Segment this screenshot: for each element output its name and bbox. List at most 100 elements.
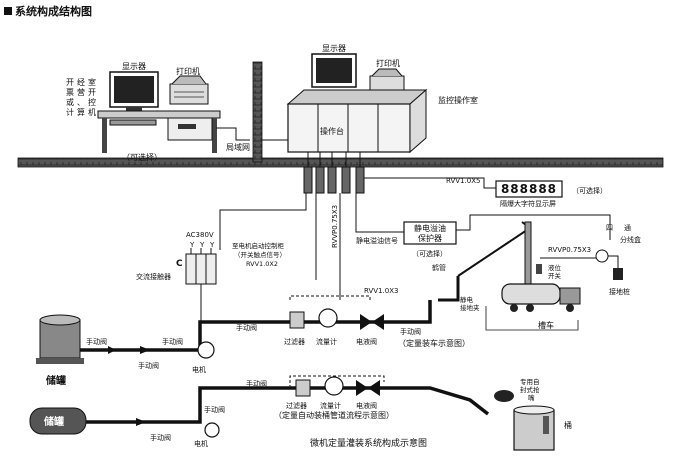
office-desk-leg-right <box>212 118 217 153</box>
office-desc-6: 营 <box>77 87 85 97</box>
truck-tank <box>501 283 561 305</box>
office-desc-12: 机 <box>88 107 96 117</box>
office-printer-top <box>171 75 207 85</box>
lan-cable-left <box>216 127 250 141</box>
static-protector-line1: 静电溢油 <box>414 223 446 233</box>
control-printer-label: 打印机 <box>376 58 400 68</box>
office-desk-leg-left <box>102 118 107 153</box>
office-desc-3: 或 <box>66 97 74 107</box>
self-seal-gun <box>494 390 514 402</box>
rvvp-vertical-label: RVVP0.75X3 <box>331 205 339 248</box>
hand-valve-1: 手动阀 <box>86 337 107 346</box>
lower-main-pipe <box>86 386 490 424</box>
diagram-title-text: 系统构成结构图 <box>15 5 92 18</box>
motor-signal-2: （开关触点信号） <box>234 250 286 259</box>
office-desc-8: 算 <box>77 107 85 117</box>
hand-valve-8: 手动阀 <box>246 379 267 388</box>
crane-tube <box>438 276 460 302</box>
tanker-section: 鹤管 液位 开关 静电 接地夹 槽车 （定量装车示意图） <box>398 221 581 348</box>
contactor-label: 交流接触器 <box>136 272 171 281</box>
rvvp-right-label: RVVP0.75X3 <box>548 246 591 254</box>
barrel-label-1: 专用自 <box>520 377 540 386</box>
large-char-display <box>495 180 563 198</box>
office-monitor-screen <box>114 76 154 103</box>
phase-1: Y <box>189 241 195 249</box>
office-keyboard <box>109 119 157 126</box>
tank-2-label: 储罐 <box>43 415 64 428</box>
hand-valve-2: 手动阀 <box>138 361 159 370</box>
hand-valve-4: 手动阀 <box>236 323 257 332</box>
office-printer <box>169 83 209 105</box>
hand-valve-3: 手动阀 <box>162 337 183 346</box>
office-monitor-stand <box>126 107 142 111</box>
static-signal-cable <box>355 193 404 233</box>
motor-1-label: 电机 <box>192 365 206 374</box>
office-desc-7: 、 <box>77 98 85 107</box>
rvv-top-cable <box>364 177 496 189</box>
motor-signal-cable <box>219 193 307 250</box>
console-label: 操作台 <box>320 126 344 136</box>
barrel-caption: （定量自动装桶管道流程示意图） <box>274 410 394 420</box>
lan-label: 局域网 <box>226 142 250 152</box>
voltage-label: AC380V <box>186 231 214 239</box>
contactor-c: C <box>176 259 183 269</box>
office-optional: （可选择） <box>122 152 162 162</box>
solenoid-valve-2 <box>356 380 380 396</box>
console-body <box>287 103 411 153</box>
barrel-label-2: 封式抢 <box>520 385 540 394</box>
power-section: AC380V Y Y Y C 交流接触器 至电机启动控制柜 （开关触点信号） R… <box>136 231 286 346</box>
tank-1-label: 储罐 <box>45 374 66 387</box>
level-switch-1: 液位 <box>548 263 562 272</box>
office-desc-10: 开 <box>88 88 96 97</box>
filter-2-label: 过滤器 <box>286 401 307 410</box>
control-monitor-screen <box>316 58 352 83</box>
truck-cab <box>559 287 581 305</box>
solenoid-valve-1 <box>360 314 384 330</box>
flow-arrow-2 <box>140 346 150 354</box>
rvv-mid-label: RVV1.0X3 <box>364 287 398 295</box>
partition-wall <box>252 61 263 163</box>
flowmeter-2-label: 流量计 <box>320 401 341 410</box>
filter-1-label: 过滤器 <box>284 337 305 346</box>
phase-3: Y <box>209 241 215 249</box>
four-way-3: 分线盒 <box>620 235 641 244</box>
motor-2 <box>204 422 220 438</box>
cable-bundle <box>303 152 365 194</box>
filter-2 <box>295 379 311 397</box>
flowmeter-2 <box>324 376 344 396</box>
hand-valve-5: 手动阀 <box>400 327 421 336</box>
hand-valve-6: 手动阀 <box>150 433 171 442</box>
display-label: 隔爆大字符显示屏 <box>500 199 556 208</box>
floor-wall <box>17 157 664 168</box>
ac-contactor <box>185 253 217 285</box>
console-top <box>286 89 428 105</box>
office-desk-top <box>97 110 221 119</box>
main-caption: 微机定量灌装系统构成示意图 <box>310 437 427 449</box>
control-monitor-label: 显示器 <box>322 44 346 53</box>
flow-arrow-1 <box>108 346 116 354</box>
flowmeter-1 <box>318 308 338 328</box>
motor-1 <box>197 341 215 359</box>
tanker-caption: （定量装车示意图） <box>398 338 470 348</box>
four-way-junction <box>595 249 609 263</box>
truck-label: 槽车 <box>538 320 554 330</box>
static-protector <box>403 221 457 245</box>
level-switch <box>536 264 542 274</box>
signal-wiring: RVV1.0X5 888888 （可选择） 隔爆大字符显示屏 静电溢油信号 静电… <box>219 177 641 300</box>
static-clip-1: 静电 <box>460 295 474 304</box>
crane-tube-label: 鹤管 <box>432 263 446 272</box>
diagram-title: 系统构成结构图 <box>4 3 92 19</box>
display-digits: 888888 <box>501 182 557 196</box>
office-desc-1: 开 <box>66 78 74 87</box>
storage-tank-1 <box>39 319 81 359</box>
office-printer-label: 打印机 <box>176 66 200 76</box>
four-way-1: 四 <box>606 224 613 232</box>
office-monitor-label: 显示器 <box>122 62 146 71</box>
motor-2-label: 电机 <box>194 439 208 448</box>
pipeline-section: 储罐 电机 手动阀 手动阀 手动阀 手动阀 手动阀 过滤器 流量计 电液阀 储罐 <box>29 300 572 451</box>
rvv-top-label: RVV1.0X5 <box>446 177 480 185</box>
motor-signal-3: RVV1.0X2 <box>246 260 278 268</box>
title-bullet-icon <box>4 7 12 15</box>
